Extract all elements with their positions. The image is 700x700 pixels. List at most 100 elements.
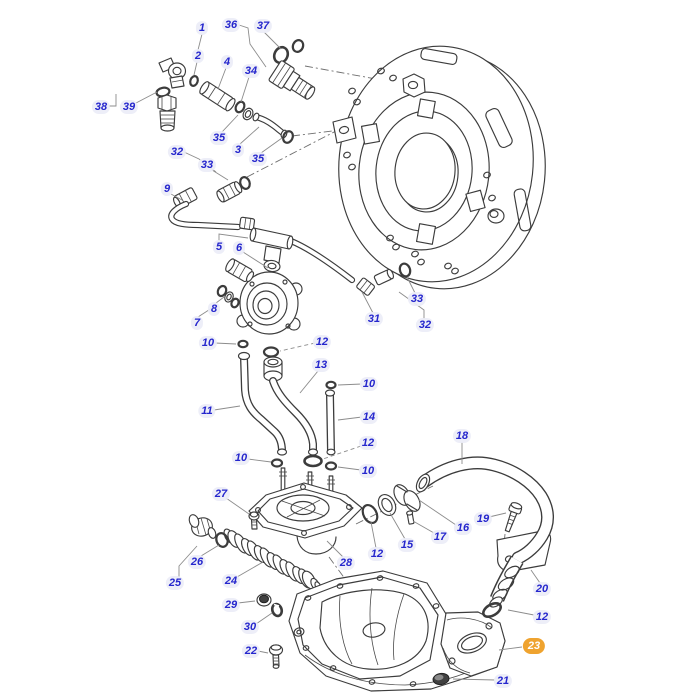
leader-27 [225, 497, 250, 515]
callout-5[interactable]: 5 [212, 240, 226, 254]
leader-23 [498, 646, 523, 651]
leader-35b [260, 137, 283, 154]
callout-7[interactable]: 7 [190, 316, 204, 330]
callout-4[interactable]: 4 [220, 55, 234, 69]
callout-10d[interactable]: 10 [358, 464, 378, 478]
pipe-13-collar [263, 356, 283, 382]
callout-19[interactable]: 19 [473, 512, 493, 526]
oring-33-left [239, 176, 251, 190]
leader-16 [418, 499, 457, 526]
oring-10a [237, 339, 249, 349]
flange-housing [332, 45, 546, 290]
callout-31[interactable]: 31 [364, 312, 384, 326]
callout-21[interactable]: 21 [493, 674, 513, 688]
leader-33a [211, 169, 229, 181]
callout-10c[interactable]: 10 [231, 451, 251, 465]
callout-32b[interactable]: 32 [415, 318, 435, 332]
callout-17[interactable]: 17 [430, 530, 450, 544]
pan-filter-boss [440, 611, 506, 677]
callout-26[interactable]: 26 [187, 555, 207, 569]
callout-16[interactable]: 16 [453, 521, 473, 535]
fitting-39 [155, 86, 177, 132]
callout-24[interactable]: 24 [221, 574, 241, 588]
oring-10c [270, 458, 284, 468]
leader-19 [488, 512, 507, 518]
fitting-37 [268, 39, 316, 100]
callout-3[interactable]: 3 [231, 143, 245, 157]
union-nut [239, 216, 256, 231]
oring-12d [482, 601, 502, 619]
leader-6 [242, 251, 269, 269]
callout-25[interactable]: 25 [165, 576, 185, 590]
callout-8[interactable]: 8 [207, 302, 221, 316]
seal-15 [377, 494, 397, 516]
washers-8 [216, 284, 240, 309]
callout-18[interactable]: 18 [452, 429, 472, 443]
leader-4 [217, 67, 227, 90]
callout-15[interactable]: 15 [397, 538, 417, 552]
leader-39 [135, 91, 158, 104]
callout-38[interactable]: 38 [91, 100, 111, 114]
leader-10c [247, 458, 272, 463]
callout-30[interactable]: 30 [240, 620, 260, 634]
tee-junction [249, 227, 294, 273]
leader-14 [337, 416, 363, 421]
hose-spigot [489, 556, 524, 608]
callout-39[interactable]: 39 [119, 100, 139, 114]
callout-12b[interactable]: 12 [358, 436, 378, 450]
pipe-11-top [237, 351, 251, 361]
callout-9[interactable]: 9 [160, 182, 174, 196]
callout-28[interactable]: 28 [336, 556, 356, 570]
oring-12c [361, 503, 379, 525]
leader-28 [326, 540, 344, 558]
callout-33a[interactable]: 33 [197, 158, 217, 172]
callout-20[interactable]: 20 [532, 582, 552, 596]
callout-11[interactable]: 11 [198, 404, 216, 418]
callout-10a[interactable]: 10 [198, 336, 218, 350]
suction-pipes [237, 339, 338, 471]
leader-21 [452, 678, 496, 681]
tube-3 [252, 112, 288, 139]
callout-10b[interactable]: 10 [359, 377, 379, 391]
elbow-fitting-1 [158, 57, 187, 89]
callout-34[interactable]: 34 [241, 64, 261, 78]
callout-12a[interactable]: 12 [312, 335, 332, 349]
leader-12d [507, 609, 535, 616]
bushing-16 [393, 484, 421, 512]
leader-5 [218, 233, 249, 241]
callout-37[interactable]: 37 [253, 19, 273, 33]
callout-12d[interactable]: 12 [532, 610, 552, 624]
leader-3 [239, 126, 260, 145]
leader-10b [337, 383, 363, 386]
callout-32a[interactable]: 32 [167, 145, 187, 159]
oring-26 [215, 532, 229, 548]
leader-24 [236, 561, 264, 578]
callout-35b[interactable]: 35 [248, 152, 268, 166]
callout-13[interactable]: 13 [311, 358, 331, 372]
callout-29[interactable]: 29 [221, 598, 241, 612]
leader-20 [530, 569, 541, 584]
callout-14[interactable]: 14 [359, 410, 379, 424]
leader-13 [299, 370, 319, 394]
bolt-27 [248, 511, 260, 530]
callout-23[interactable]: 23 [522, 638, 546, 654]
leader-15 [389, 512, 406, 540]
callout-35a[interactable]: 35 [209, 131, 229, 145]
cover-plate-28 [248, 467, 363, 555]
callout-6[interactable]: 6 [232, 241, 246, 255]
bolt-22 [268, 644, 284, 669]
callout-2[interactable]: 2 [191, 49, 205, 63]
callout-27[interactable]: 27 [211, 487, 231, 501]
callout-36[interactable]: 36 [221, 18, 241, 32]
leader-34 [240, 76, 250, 103]
pipe-14-top [324, 389, 336, 397]
callout-22[interactable]: 22 [241, 644, 261, 658]
union-nut-31 [356, 277, 375, 296]
callout-1[interactable]: 1 [195, 21, 209, 35]
callout-33b[interactable]: 33 [407, 292, 427, 306]
callout-12c[interactable]: 12 [367, 547, 387, 561]
hose-18-assembly [361, 456, 554, 619]
leader-38 [109, 94, 117, 107]
